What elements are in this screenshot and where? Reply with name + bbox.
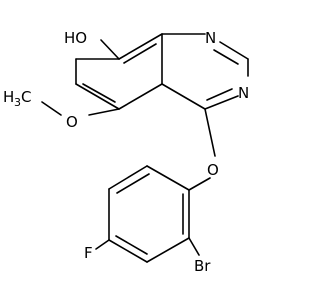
ether-o-label: O: [207, 161, 219, 179]
bond: [82, 83, 116, 103]
bond: [100, 39, 120, 60]
bond: [95, 239, 110, 250]
bromine-label: Br: [194, 257, 211, 275]
bond: [188, 177, 211, 191]
chemical-structure: HO H 3 C O N N O F Br: [3, 29, 249, 275]
bond: [204, 95, 239, 110]
bond: [108, 165, 148, 190]
bond: [116, 173, 150, 194]
bond: [204, 108, 216, 157]
bond: [161, 83, 206, 110]
methyl-c-label: C: [21, 88, 31, 106]
structure-canvas: HO H 3 C O N N O F Br: [3, 29, 249, 275]
bond: [213, 49, 239, 65]
bond: [88, 108, 120, 116]
methyl-subscript: 3: [14, 96, 21, 109]
ring-n-top-label: N: [205, 29, 216, 47]
bond: [188, 237, 200, 256]
methyl-h-label: H: [3, 88, 14, 106]
bond: [219, 41, 249, 60]
bond: [41, 101, 62, 116]
bond: [118, 33, 163, 60]
bond: [118, 83, 163, 110]
bond: [123, 43, 157, 64]
bond: [115, 235, 148, 255]
hydroxyl-label: HO: [64, 29, 87, 47]
bond: [146, 237, 190, 263]
bond: [75, 83, 120, 110]
fluorine-label: F: [84, 244, 93, 262]
bond: [146, 165, 190, 191]
ring-n-right-label: N: [238, 84, 249, 102]
bond: [206, 88, 233, 101]
methoxy-o-label: O: [66, 113, 78, 131]
bond: [108, 239, 148, 263]
